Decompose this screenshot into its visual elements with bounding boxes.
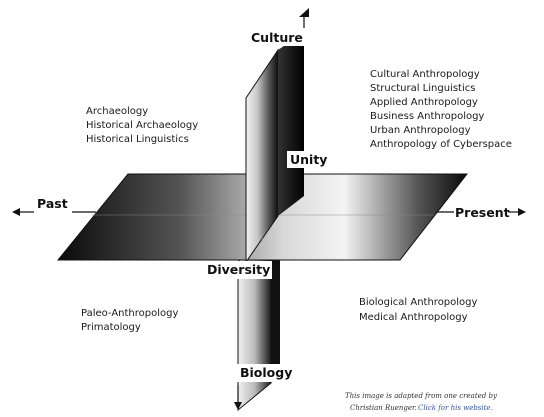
- field-item: Medical Anthropology: [359, 312, 468, 323]
- right-arrow-icon: [518, 208, 526, 216]
- field-item: Structural Linguistics: [370, 83, 475, 94]
- vertical-plane-upper: [245, 32, 304, 264]
- credit-website-link[interactable]: Click for his website.: [418, 404, 493, 412]
- field-item: Business Anthropology: [370, 111, 484, 122]
- field-item: Applied Anthropology: [370, 97, 478, 108]
- axis-label-present: Present: [455, 205, 510, 220]
- field-item: Paleo-Anthropology: [81, 308, 178, 319]
- image-credit: This image is adapted from one created b…: [345, 392, 498, 412]
- axis-label-diversity: Diversity: [207, 262, 270, 277]
- axis-label-past: Past: [37, 196, 68, 211]
- field-item: Historical Linguistics: [86, 134, 189, 145]
- quadrant-top-right: Cultural Anthropology Structural Linguis…: [370, 69, 512, 150]
- axis-label-unity: Unity: [290, 152, 327, 167]
- axis-labels: Culture Unity Diversity Biology Past Pre…: [37, 28, 510, 382]
- axis-arrows: [12, 8, 526, 410]
- field-item: Historical Archaeology: [86, 120, 198, 131]
- axis-label-culture: Culture: [251, 30, 303, 45]
- field-item: Urban Anthropology: [370, 125, 471, 136]
- field-item: Cultural Anthropology: [370, 69, 480, 80]
- field-item: Anthropology of Cyberspace: [370, 139, 512, 150]
- axis-label-biology: Biology: [240, 365, 292, 380]
- up-arrow-icon: [299, 8, 309, 17]
- quadrant-top-left: Archaeology Historical Archaeology Histo…: [86, 106, 198, 145]
- credit-line-1: This image is adapted from one created b…: [345, 392, 498, 400]
- credit-author-name: Christian Ruenger.: [350, 404, 417, 412]
- field-item: Primatology: [81, 322, 141, 333]
- field-item: Archaeology: [86, 106, 148, 117]
- quadrant-bottom-left: Paleo-Anthropology Primatology: [81, 308, 178, 333]
- left-arrow-icon: [12, 208, 20, 216]
- down-arrow-icon: [234, 402, 242, 410]
- quadrant-bottom-right: Biological Anthropology Medical Anthropo…: [359, 297, 478, 323]
- field-item: Biological Anthropology: [359, 297, 478, 308]
